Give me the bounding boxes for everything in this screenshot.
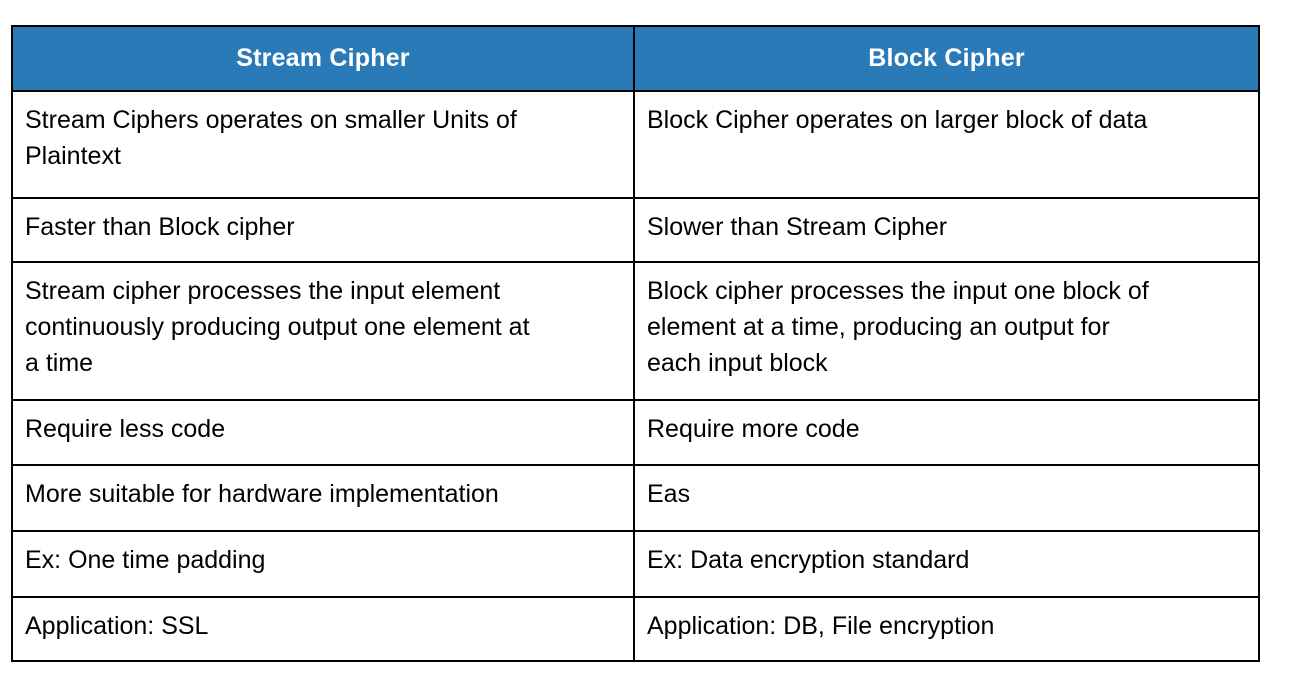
table-cell-stream: More suitable for hardware implementatio… [11, 464, 635, 532]
table-cell-block: Slower than Stream Cipher [633, 197, 1260, 263]
table-cell-block: Block Cipher operates on larger block of… [633, 90, 1260, 199]
table-row: Ex: One time padding Ex: Data encryption… [11, 530, 1260, 598]
table-row: Require less code Require more code [11, 399, 1260, 466]
table-cell-stream: Application: SSL [11, 596, 635, 662]
table-row: Application: SSL Application: DB, File e… [11, 596, 1260, 662]
table-cell-stream: Stream cipher processes the input elemen… [11, 261, 635, 401]
table-cell-stream: Require less code [11, 399, 635, 466]
table-cell-block: Ex: Data encryption standard [633, 530, 1260, 598]
table-cell-stream: Stream Ciphers operates on smaller Units… [11, 90, 635, 199]
column-header-block-cipher: Block Cipher [633, 25, 1260, 92]
table-row: Faster than Block cipher Slower than Str… [11, 197, 1260, 263]
table-cell-block: Block cipher processes the input one blo… [633, 261, 1260, 401]
table-cell-block: Application: DB, File encryption [633, 596, 1260, 662]
cipher-comparison-table: Stream Cipher Block Cipher Stream Cipher… [11, 25, 1260, 662]
table-cell-block: Require more code [633, 399, 1260, 466]
column-header-stream-cipher: Stream Cipher [11, 25, 635, 92]
table-row: Stream cipher processes the input elemen… [11, 261, 1260, 401]
table-row: Stream Ciphers operates on smaller Units… [11, 90, 1260, 199]
table-row: More suitable for hardware implementatio… [11, 464, 1260, 532]
table-cell-block: Eas [633, 464, 1260, 532]
table-cell-stream: Ex: One time padding [11, 530, 635, 598]
header-row: Stream Cipher Block Cipher [11, 25, 1260, 92]
table-cell-stream: Faster than Block cipher [11, 197, 635, 263]
